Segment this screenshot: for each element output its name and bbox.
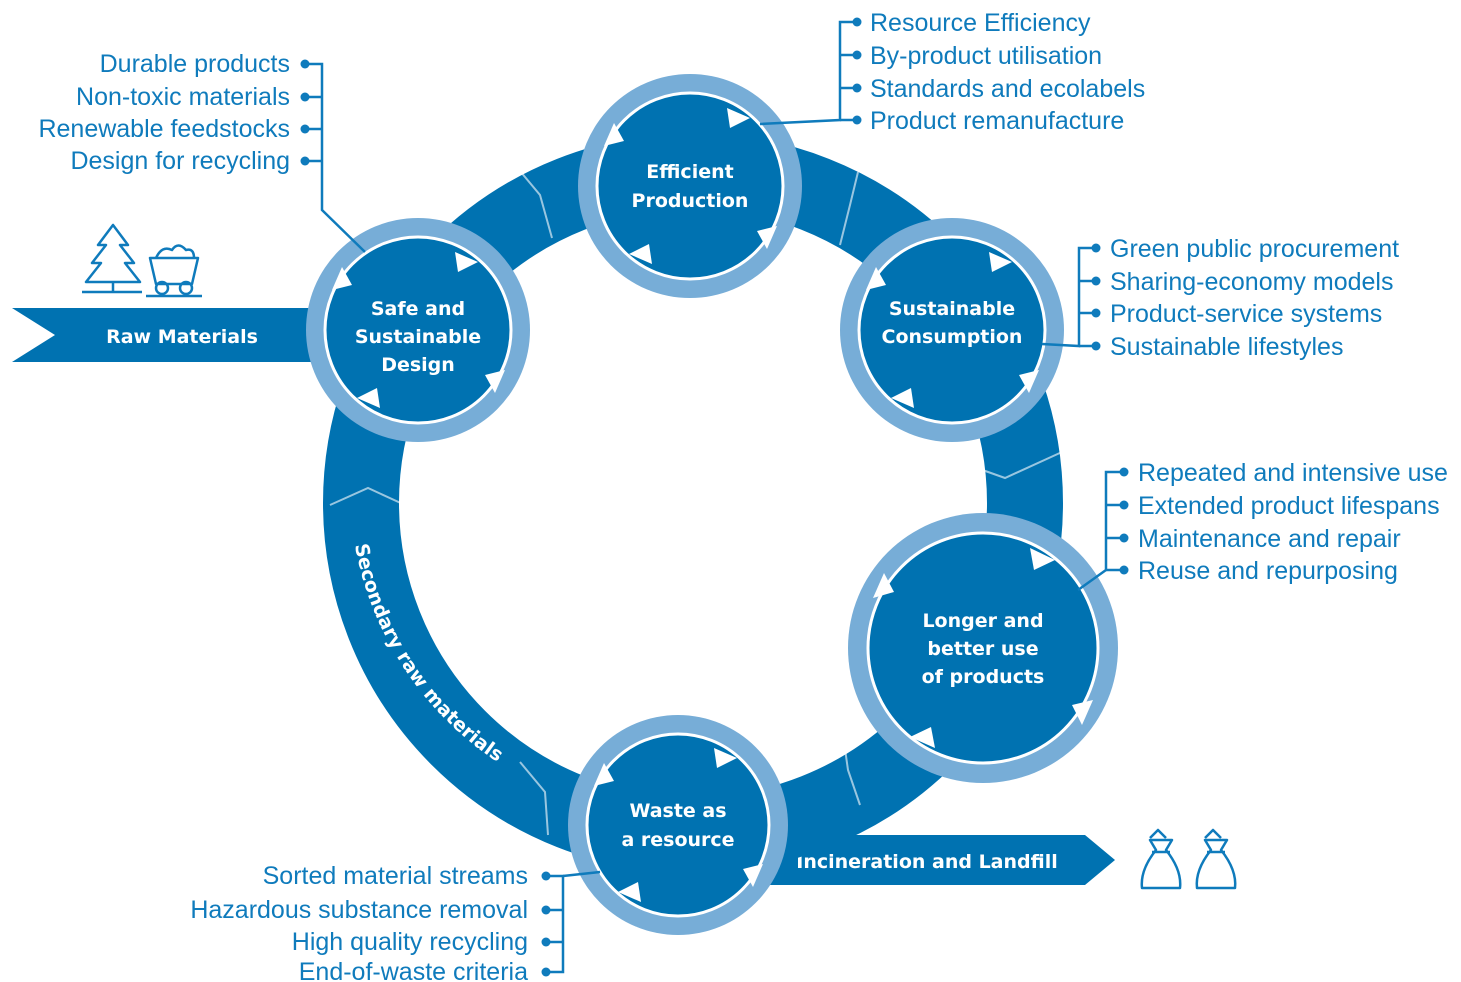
raw-materials-label: Raw Materials [106, 326, 258, 348]
list-longer-use-item-3: Maintenance and repair [1138, 525, 1401, 553]
list-production-item-2: By-product utilisation [870, 42, 1102, 70]
list-waste-item-4: End-of-waste criteria [299, 958, 528, 982]
node-longer-use-line-3: of products [922, 666, 1045, 688]
list-design-item-1: Durable products [100, 50, 290, 78]
bullets-design [300, 59, 310, 166]
list-longer-use-item-1: Repeated and intensive use [1138, 459, 1448, 487]
waste-bag-icon [1140, 828, 1237, 890]
list-production-item-4: Product remanufacture [870, 107, 1124, 135]
list-design: Durable products Non-toxic materials Ren… [38, 50, 290, 175]
list-design-item-4: Design for recycling [70, 147, 290, 175]
node-consumption-line-2: Consumption [882, 326, 1023, 348]
node-production-line-1: Efficient [646, 161, 733, 183]
incineration-flow: Incineration and Landfill [760, 835, 1115, 885]
bullets-waste [541, 871, 551, 977]
list-production-item-3: Standards and ecolabels [870, 75, 1145, 103]
connector-production [759, 20, 857, 126]
list-longer-use: Repeated and intensive use Extended prod… [1138, 459, 1448, 585]
list-production-item-1: Resource Efficiency [870, 9, 1091, 37]
bullets-production [852, 17, 862, 125]
node-design-line-2: Sustainable [355, 326, 481, 348]
bullets-consumption [1091, 243, 1101, 351]
list-waste-item-2: Hazardous substance removal [190, 896, 528, 924]
list-waste-item-1: Sorted material streams [263, 862, 528, 890]
raw-materials-flow: Raw Materials [12, 308, 330, 362]
node-production: Efficient Production [578, 74, 802, 298]
list-consumption-item-4: Sustainable lifestyles [1110, 333, 1343, 361]
bullets-longer-use [1119, 467, 1129, 575]
list-longer-use-item-2: Extended product lifespans [1138, 492, 1440, 520]
node-production-line-2: Production [632, 190, 749, 212]
list-design-item-2: Non-toxic materials [76, 83, 290, 111]
tree-icon [82, 223, 142, 294]
node-consumption: Sustainable Consumption [840, 218, 1064, 442]
list-consumption-item-3: Product-service systems [1110, 300, 1382, 328]
node-waste: Waste as a resource [568, 715, 788, 935]
node-longer-use: Longer and better use of products [848, 513, 1118, 783]
list-waste: Sorted material streams Hazardous substa… [190, 862, 528, 982]
list-production: Resource Efficiency By-product utilisati… [870, 9, 1145, 135]
node-consumption-line-1: Sustainable [889, 298, 1015, 320]
node-design-line-1: Safe and [371, 298, 465, 320]
incineration-label: Incineration and Landfill [796, 851, 1058, 873]
node-longer-use-line-2: better use [927, 638, 1038, 660]
list-design-item-3: Renewable feedstocks [38, 115, 290, 143]
node-design: Safe and Sustainable Design [306, 218, 530, 442]
list-consumption-item-1: Green public procurement [1110, 235, 1399, 263]
list-longer-use-item-4: Reuse and repurposing [1138, 557, 1398, 585]
node-design-line-3: Design [381, 354, 455, 376]
node-longer-use-line-1: Longer and [922, 610, 1043, 632]
list-waste-item-3: High quality recycling [292, 928, 528, 956]
mine-cart-icon [146, 244, 202, 298]
list-consumption-item-2: Sharing-economy models [1110, 268, 1393, 296]
node-waste-line-1: Waste as [629, 800, 726, 822]
list-consumption: Green public procurement Sharing-economy… [1110, 235, 1399, 361]
connector-design [305, 62, 366, 253]
node-waste-line-2: a resource [621, 829, 734, 851]
